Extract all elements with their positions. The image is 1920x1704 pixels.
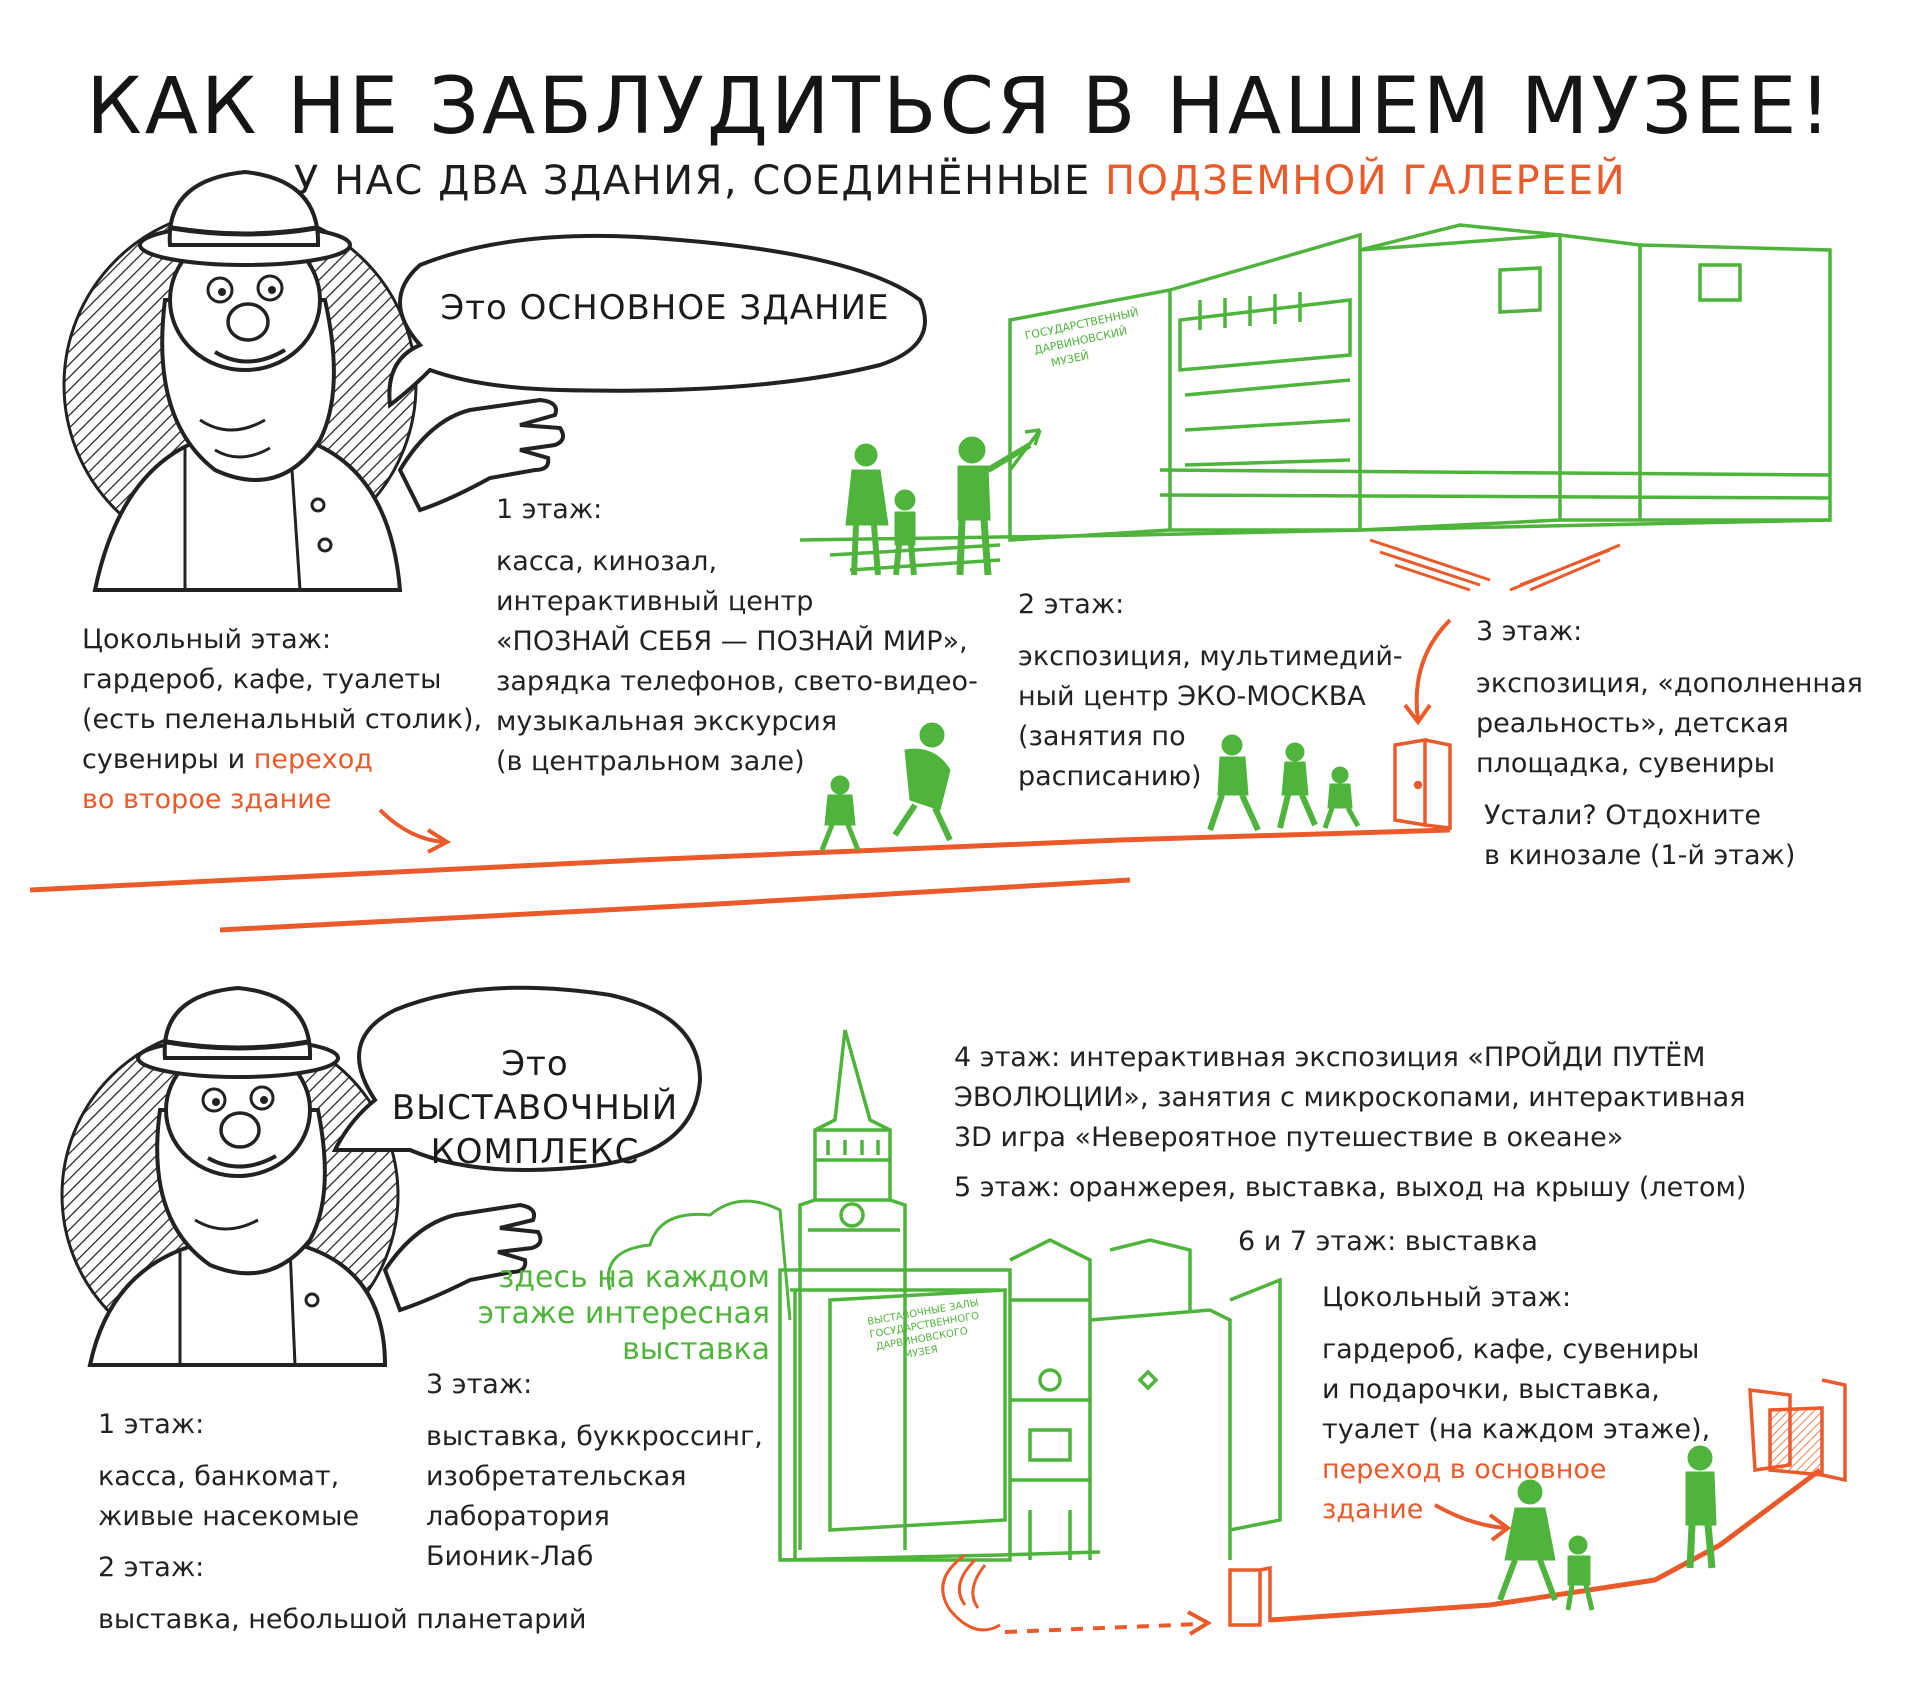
subtitle-prefix: У НАС ДВА ЗДАНИЯ, СОЕДИНЁННЫЕ	[293, 158, 1105, 204]
transfer-arrow-top	[378, 808, 451, 854]
ex-floor3-line-2: изобретательская	[426, 1461, 687, 1492]
ex-floor3-block: 3 этаж: выставка, буккроссинг, изобретат…	[426, 1365, 786, 1577]
ex-floor5-heading: 5 этаж:	[954, 1172, 1061, 1203]
speech-bubble-top	[387, 233, 927, 409]
cloud-note-line-2: этаже интересная	[477, 1296, 770, 1331]
bubble-bottom-line-2: ВЫСТАВОЧНЫЙ	[391, 1088, 679, 1128]
main-floor2-line-2: ный центр ЭКО-МОСКВА	[1018, 681, 1366, 712]
door-bottom-left	[1228, 1565, 1272, 1627]
underground-gallery-line-2	[219, 877, 1131, 933]
exhibition-complex-illustration	[778, 1029, 1282, 1562]
exhibition-sign: ВЫСТАВОЧНЫЕ ЗАЛЫ ГОСУДАРСТВЕННОГО ДАРВИН…	[867, 1298, 980, 1362]
main-floor3-tip-1: Устали? Отдохните	[1484, 800, 1761, 831]
ex-floor4-heading: 4 этаж:	[954, 1042, 1061, 1073]
ex-floor1-line-2: живые насекомые	[98, 1501, 360, 1532]
transfer-arrow-bottom	[1434, 1503, 1512, 1542]
ex-floor4-line-3: 3D игра «Невероятное путешествие в океан…	[954, 1122, 1624, 1153]
subtitle-highlight: ПОДЗЕМНОЙ ГАЛЕРЕЕЙ	[1104, 158, 1627, 204]
main-floor1-line-6: (в центральном зале)	[496, 746, 805, 777]
main-floor3-tip-2: в кинозале (1-й этаж)	[1484, 840, 1796, 871]
main-transfer-link-1: переход	[253, 744, 373, 775]
main-floor3-line-2: реальность», детская	[1476, 708, 1789, 739]
ex-floor4-line-2: ЭВОЛЮЦИИ», занятия с микроскопами, интер…	[954, 1082, 1746, 1113]
main-floor2-line-3: (занятия по	[1018, 721, 1186, 752]
main-building-sign: ГОСУДАРСТВЕННЫЙ ДАРВИНОВСКИЙ МУЗЕЙ	[1024, 306, 1140, 370]
cloud-outline	[606, 1199, 792, 1321]
main-building-illustration	[799, 223, 1832, 572]
ex-floor5-block: 5 этаж: оранжерея, выставка, выход на кр…	[954, 1168, 1814, 1208]
main-basement-block: Цокольный этаж: гардероб, кафе, туалеты …	[82, 620, 502, 820]
ex-basement-heading: Цокольный этаж:	[1322, 1282, 1572, 1313]
ex-floor67-heading: 6 и 7 этаж:	[1238, 1226, 1397, 1257]
main-floor1-block: 1 этаж: касса, кинозал, интерактивный це…	[496, 490, 1016, 782]
main-floor2-block: 2 этаж: экспозиция, мультимедий- ный цен…	[1018, 585, 1418, 797]
walking-figures-bottom	[1497, 1445, 1717, 1611]
bubble-bottom-line-1: Это	[501, 1044, 569, 1084]
walking-figures-top	[819, 722, 1361, 851]
speech-bubble-bottom	[331, 985, 703, 1172]
main-basement-line-2: (есть пеленальный столик),	[82, 704, 483, 735]
main-floor2-heading: 2 этаж:	[1018, 589, 1125, 620]
ex-floor4-line-1: интерактивная экспозиция «ПРОЙДИ ПУТЁМ	[1068, 1042, 1706, 1073]
ex-floor3-heading: 3 этаж:	[426, 1369, 533, 1400]
ex-basement-block: Цокольный этаж: гардероб, кафе, сувениры…	[1322, 1278, 1762, 1530]
main-basement-line-1: гардероб, кафе, туалеты	[82, 664, 442, 695]
ex-floor67-block: 6 и 7 этаж: выставка	[1238, 1222, 1738, 1262]
cloud-note-line-3: выставка	[622, 1332, 770, 1367]
ex-floor3-line-3: лаборатория	[426, 1501, 610, 1532]
ex-basement-line-3: туалет (на каждом этаже),	[1322, 1414, 1711, 1445]
bubble-top-text: Это ОСНОВНОЕ ЗДАНИЕ	[440, 288, 890, 328]
main-floor2-line-1: экспозиция, мультимедий-	[1018, 641, 1403, 672]
underground-gallery-line-3	[1269, 1468, 1822, 1623]
ex-floor3-line-1: выставка, буккроссинг,	[426, 1421, 763, 1452]
main-building-stairs	[1369, 538, 1621, 592]
main-floor1-heading: 1 этаж:	[496, 494, 603, 525]
arrow-to-door-top	[1403, 618, 1452, 726]
door-bottom-right	[1748, 1378, 1847, 1483]
main-floor3-line-3: площадка, сувениры	[1476, 748, 1776, 779]
ex-transfer-link-1: переход в основное	[1322, 1454, 1607, 1485]
main-floor1-line-5: музыкальная экскурсия	[496, 706, 838, 737]
dashed-arrow-bottom	[1004, 1622, 1201, 1634]
main-floor1-line-4: зарядка телефонов, свето-видео-	[496, 666, 978, 697]
page-subtitle: У НАС ДВА ЗДАНИЯ, СОЕДИНЁННЫЕ ПОДЗЕМНОЙ …	[0, 158, 1920, 204]
main-floor3-heading: 3 этаж:	[1476, 616, 1583, 647]
main-floor1-line-2: интерактивный центр	[496, 586, 814, 617]
ex-floor3-line-4: Бионик-Лаб	[426, 1541, 594, 1572]
cloud-note-line-1: здесь на каждом	[498, 1260, 770, 1295]
ex-basement-line-2: и подарочки, выставка,	[1322, 1374, 1660, 1405]
dashed-arrow-head	[1187, 1610, 1212, 1636]
ex-floor1-heading: 1 этаж:	[98, 1409, 205, 1440]
family-figures-top	[845, 436, 1032, 576]
page-title: КАК НЕ ЗАБЛУДИТЬСЯ В НАШЕМ МУЗЕЕ!	[86, 62, 1834, 152]
ex-floor4-block: 4 этаж: интерактивная экспозиция «ПРОЙДИ…	[954, 1038, 1814, 1158]
bubble-bottom-line-3: КОМПЛЕКС	[430, 1132, 640, 1172]
ex-transfer-link-2: здание	[1322, 1494, 1424, 1525]
spiral-stairs	[941, 1553, 1001, 1632]
ex-floor1-line-1: касса, банкомат,	[98, 1461, 340, 1492]
main-floor3-block: 3 этаж: экспозиция, «дополненная реально…	[1476, 612, 1896, 876]
ex-floor2-heading: 2 этаж:	[98, 1552, 205, 1583]
ex-floor2-line-1: выставка, небольшой планетарий	[98, 1604, 587, 1635]
main-basement-heading: Цокольный этаж:	[82, 624, 332, 655]
main-transfer-link-2: во второе здание	[82, 784, 332, 815]
main-floor3-line-1: экспозиция, «дополненная	[1476, 668, 1863, 699]
ex-floor67-text: выставка	[1404, 1226, 1538, 1257]
bubble-bottom-text: Это ВЫСТАВОЧНЫЙ КОМПЛЕКС	[380, 1042, 690, 1174]
main-floor1-line-1: касса, кинозал,	[496, 546, 718, 577]
main-floor2-line-4: расписанию)	[1018, 761, 1202, 792]
ex-floor5-text: оранжерея, выставка, выход на крышу (лет…	[1068, 1172, 1747, 1203]
cloud-note: здесь на каждом этаже интересная выставк…	[440, 1260, 770, 1368]
ex-floor2-block: 2 этаж: выставка, небольшой планетарий	[98, 1548, 618, 1640]
guide-character-bottom	[60, 985, 543, 1367]
ex-basement-line-1: гардероб, кафе, сувениры	[1322, 1334, 1700, 1365]
door-top	[1393, 737, 1452, 830]
underground-gallery-line-1	[29, 827, 1451, 893]
ex-floor1-block: 1 этаж: касса, банкомат, живые насекомые	[98, 1405, 438, 1537]
main-floor1-line-3: «ПОЗНАЙ СЕБЯ — ПОЗНАЙ МИР»,	[496, 626, 968, 657]
main-basement-line-3: сувениры и	[82, 744, 254, 775]
